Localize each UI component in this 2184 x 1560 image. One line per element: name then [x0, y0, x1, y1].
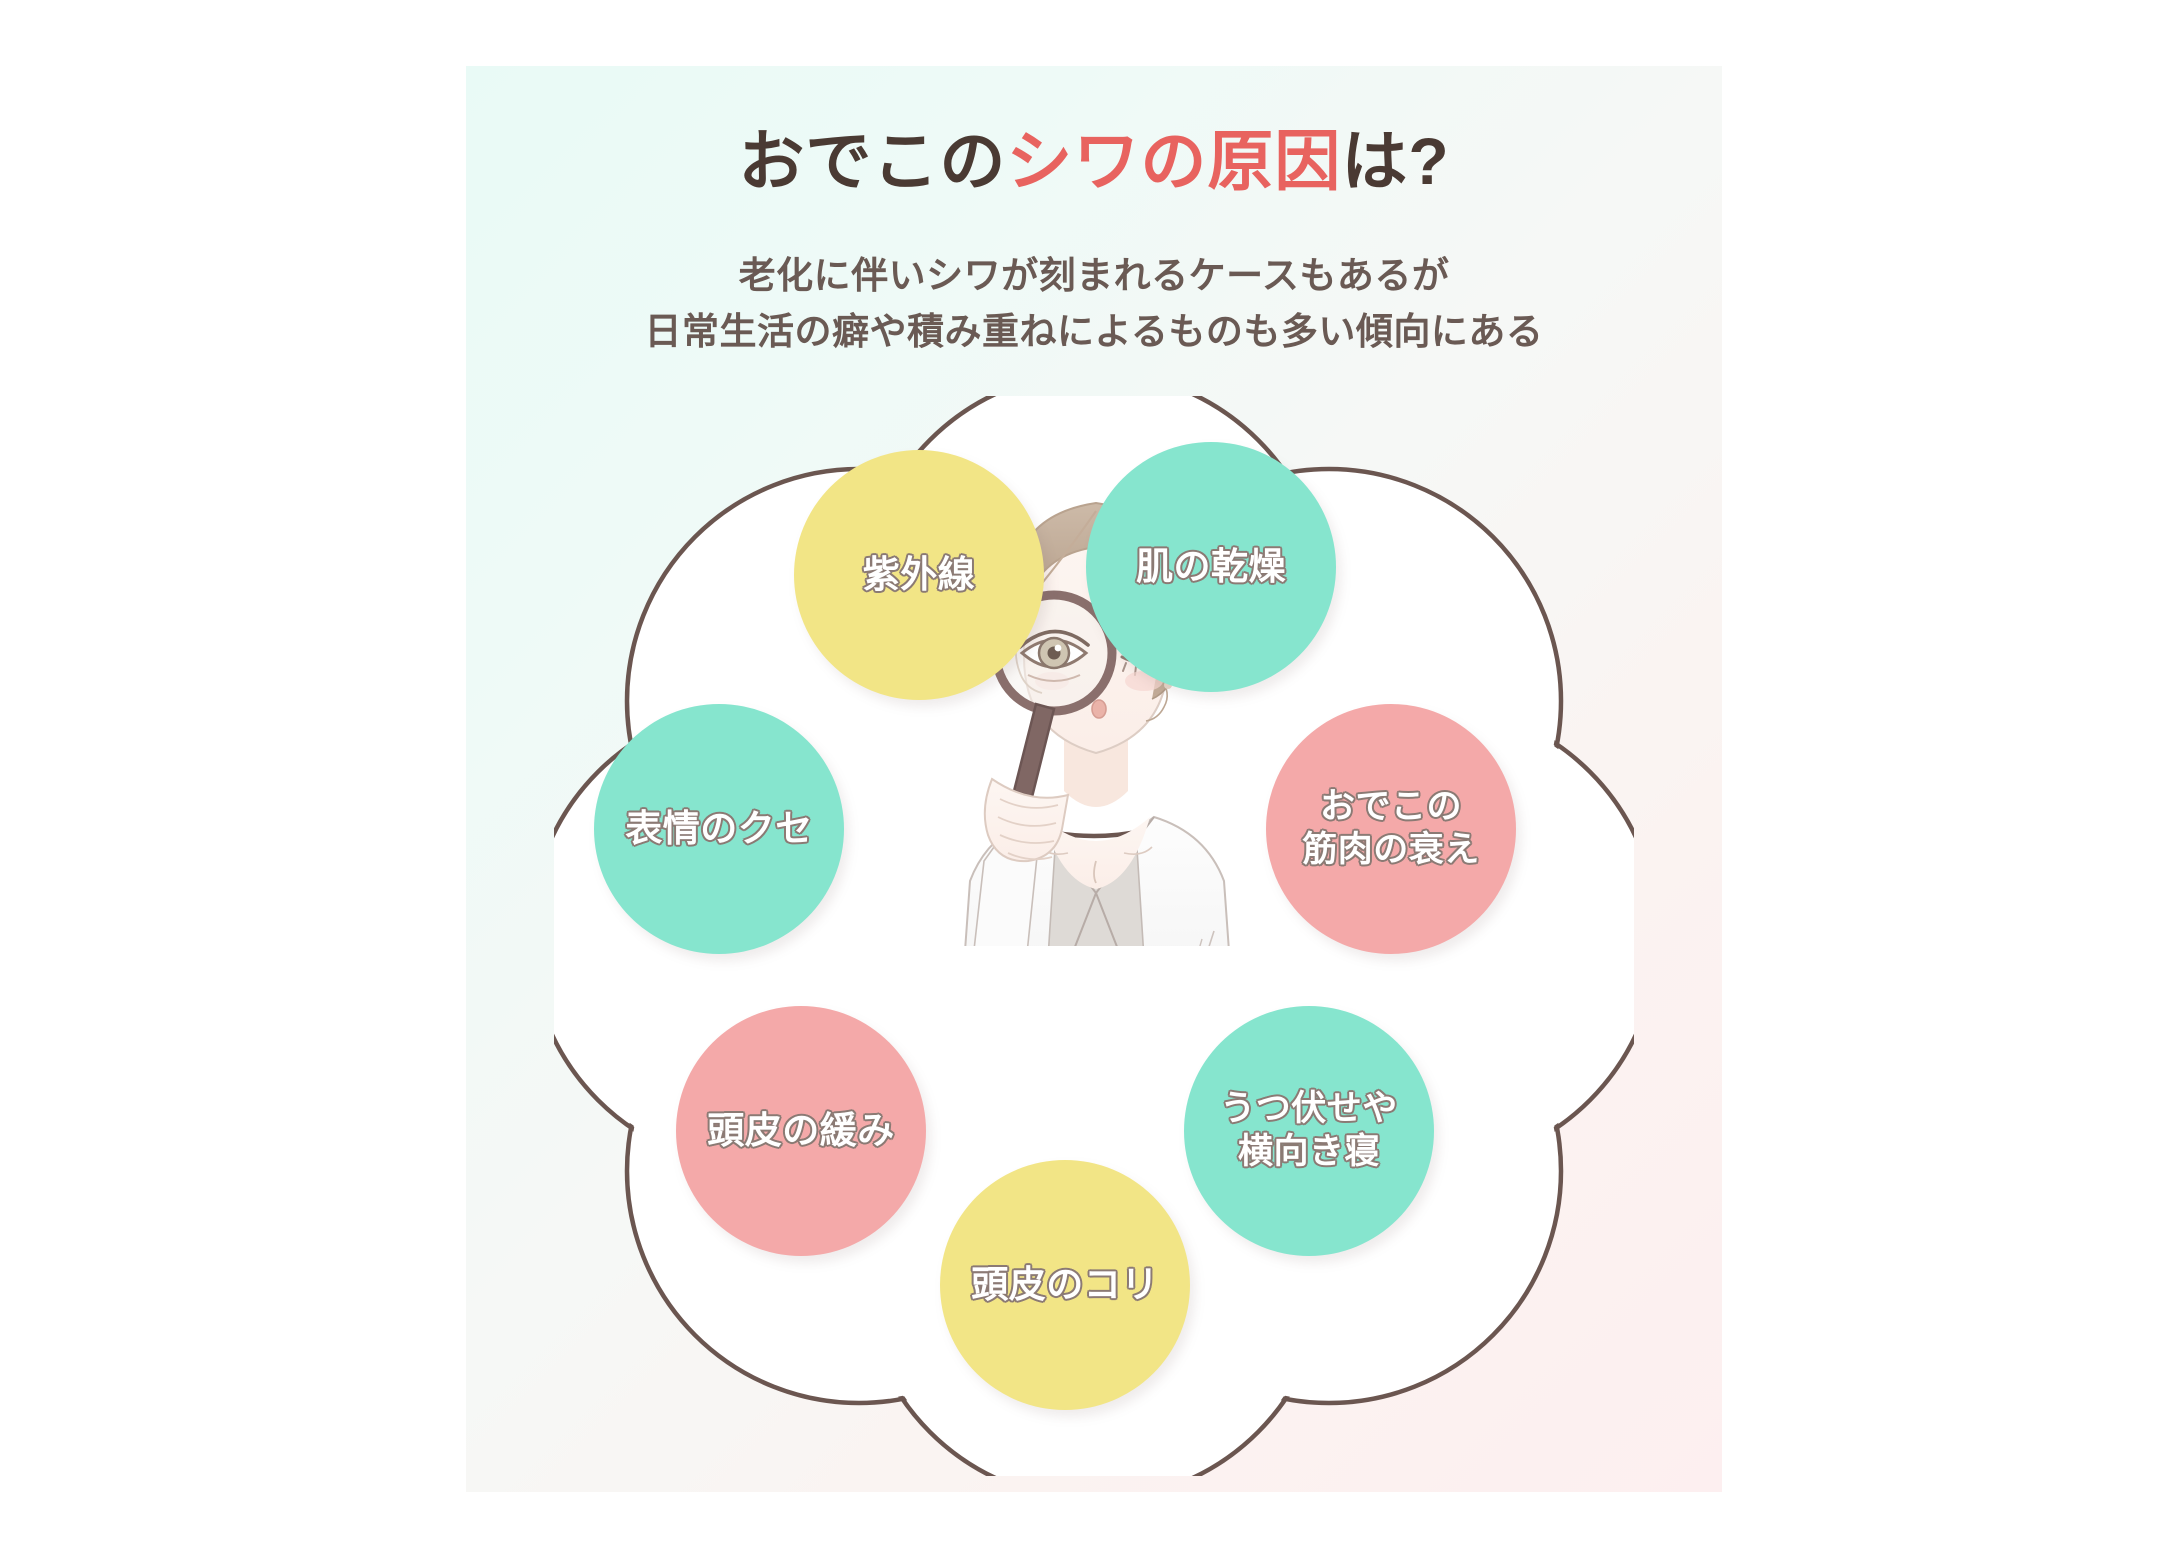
- cause-bubble-dry-label: 肌の乾燥: [1136, 545, 1286, 587]
- cause-bubble-scalp-stiffness[interactable]: 頭皮のコリ: [940, 1160, 1190, 1410]
- title-highlight: シワの原因: [1006, 124, 1342, 198]
- cause-bubble-muscle-label: おでこの 筋肉の衰え: [1302, 787, 1480, 869]
- subtitle-line-1: 老化に伴いシワが刻まれるケースもあるが: [738, 255, 1450, 296]
- hand: [983, 777, 1070, 863]
- cause-bubble-expression-habit-label: 表情のクセ: [625, 807, 813, 849]
- title-part-2: は?: [1341, 124, 1450, 198]
- neck-and-chest: [1039, 731, 1153, 889]
- page-subtitle: 老化に伴いシワが刻まれるケースもあるが 日常生活の癖や積み重ねによるものも多い傾…: [466, 248, 1722, 360]
- magnified-eye: [1018, 629, 1090, 682]
- cause-bubble-sleep-label: うつ伏せや 横向き寝: [1220, 1089, 1398, 1171]
- cause-bubble-scalp-stiffness-label: 頭皮のコリ: [971, 1263, 1159, 1305]
- cause-bubble-uv-label: 紫外線: [862, 553, 976, 595]
- cause-bubble-muscle[interactable]: おでこの 筋肉の衰え: [1266, 704, 1516, 954]
- cause-bubble-expression-habit[interactable]: 表情のクセ: [594, 704, 844, 954]
- page-title: おでこのシワの原因は?: [466, 128, 1722, 194]
- cause-bubble-scalp-looseness[interactable]: 頭皮の緩み: [676, 1006, 926, 1256]
- cause-bubble-sleep[interactable]: うつ伏せや 横向き寝: [1184, 1006, 1434, 1256]
- subtitle-line-2: 日常生活の癖や積み重ねによるものも多い傾向にある: [644, 311, 1544, 353]
- cause-bubble-scalp-looseness-label: 頭皮の緩み: [707, 1109, 895, 1151]
- cause-bubble-dry[interactable]: 肌の乾燥: [1086, 442, 1336, 692]
- cause-bubble-uv[interactable]: 紫外線: [794, 450, 1044, 700]
- title-part-1: おでこの: [738, 124, 1007, 198]
- poster-canvas: おでこのシワの原因は? 老化に伴いシワが刻まれるケースもあるが 日常生活の癖や積…: [466, 66, 1722, 1492]
